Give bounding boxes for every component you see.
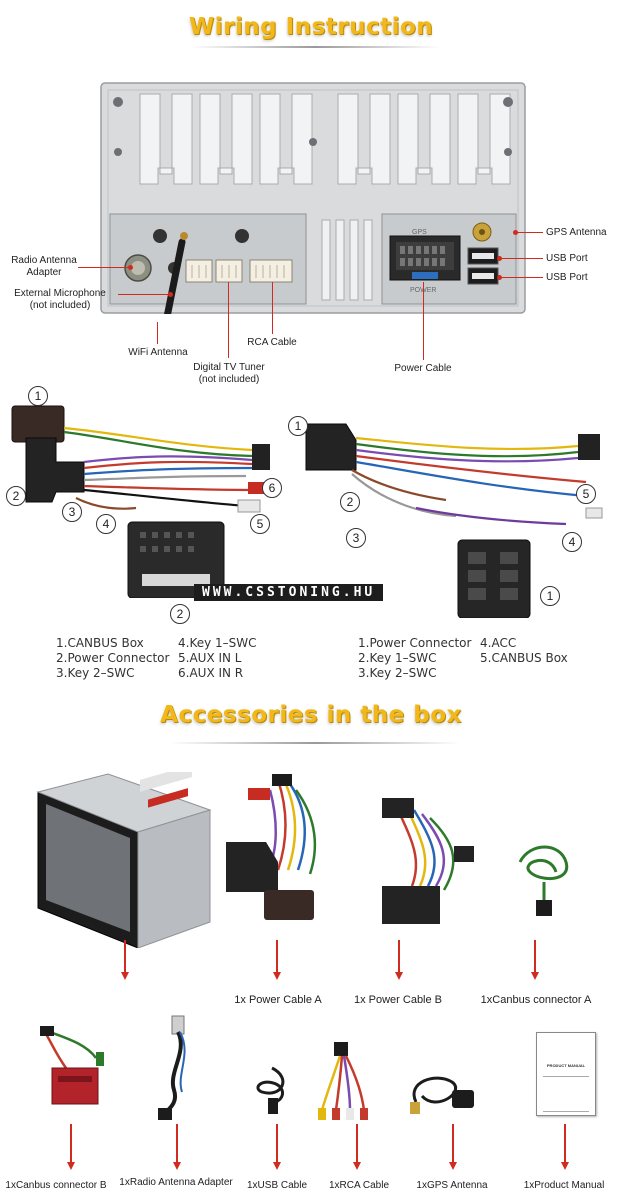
power-cable-label: Power Cable — [394, 363, 452, 374]
title-underline — [190, 46, 440, 48]
canbus-a-image — [518, 845, 569, 916]
manual-cover-text: PRODUCT MANUAL — [546, 1063, 586, 1068]
accessory-canbus-b: 1xCanbus connector B — [5, 1180, 107, 1191]
radio-antenna-adapter-image — [158, 1015, 186, 1120]
callout-left-1: 1 — [28, 386, 48, 406]
radio-antenna-label: Radio Antenna Adapter — [11, 255, 77, 278]
accessory-canbus-a: 1xCanbus connector A — [480, 994, 592, 1006]
accessory-power-cable-b: 1x Power Cable B — [353, 994, 443, 1006]
usb-port-label-2: USB Port — [546, 272, 588, 283]
left-harness-diagram — [11, 405, 270, 598]
accessory-rca-cable: 1xRCA Cable — [328, 1180, 390, 1191]
site-watermark: WWW.CSSTONING.HU — [194, 584, 384, 601]
left-legend-col2: 4.Key 1–SWC 5.AUX IN L 6.AUX IN R — [178, 636, 257, 680]
gps-antenna-image — [410, 1076, 474, 1114]
callout-right-4: 4 — [562, 532, 582, 552]
callout-right-5: 5 — [576, 484, 596, 504]
accessory-usb-cable: 1xUSB Cable — [246, 1180, 308, 1191]
callout-left-3: 3 — [62, 502, 82, 522]
rca-cable-image — [318, 1042, 368, 1120]
head-unit-image — [36, 772, 212, 948]
wiring-title: Wiring Instruction — [188, 14, 434, 40]
power-cable-b-image — [382, 798, 474, 924]
gps-antenna-label: GPS Antenna — [546, 227, 607, 238]
usb-port-label-1: USB Port — [546, 253, 588, 264]
canbus-b-image — [40, 1026, 104, 1105]
accessory-gps-antenna: 1xGPS Antenna — [416, 1180, 488, 1191]
callout-left-6: 6 — [262, 478, 282, 498]
usb-cable-image — [256, 1066, 285, 1114]
callout-right-connector: 1 — [540, 586, 560, 606]
callout-right-1: 1 — [288, 416, 308, 436]
callout-left-connector: 2 — [170, 604, 190, 624]
right-harness-diagram — [305, 423, 603, 618]
gps-imprint: GPS — [412, 229, 427, 236]
wifi-antenna-label: WiFi Antenna — [128, 347, 188, 358]
accessories-title: Accessories in the box — [160, 702, 462, 728]
product-manual-image: PRODUCT MANUAL — [536, 1032, 596, 1116]
left-legend-col1: 1.CANBUS Box 2.Power Connector 3.Key 2–S… — [56, 636, 170, 680]
callout-left-5: 5 — [250, 514, 270, 534]
digital-tv-label: Digital TV Tuner (not included) — [193, 362, 265, 385]
right-legend-col2: 4.ACC 5.CANBUS Box — [480, 636, 568, 665]
accessory-radio-antenna-adapter: 1xRadio Antenna Adapter — [119, 1177, 233, 1188]
external-mic-label: External Microphone (not included) — [14, 288, 106, 311]
callout-right-3: 3 — [346, 528, 366, 548]
head-unit-rear-panel: GPS POWER — [100, 82, 526, 314]
rca-cable-label: RCA Cable — [247, 337, 297, 348]
callout-left-2: 2 — [6, 486, 26, 506]
power-cable-a-image — [226, 774, 317, 920]
callout-left-4: 4 — [96, 514, 116, 534]
callout-right-2: 2 — [340, 492, 360, 512]
accessories-underline — [170, 742, 460, 744]
accessory-product-manual: 1xProduct Manual — [523, 1180, 605, 1191]
right-legend-col1: 1.Power Connector 2.Key 1–SWC 3.Key 2–SW… — [358, 636, 472, 680]
accessory-power-cable-a: 1x Power Cable A — [234, 994, 322, 1006]
